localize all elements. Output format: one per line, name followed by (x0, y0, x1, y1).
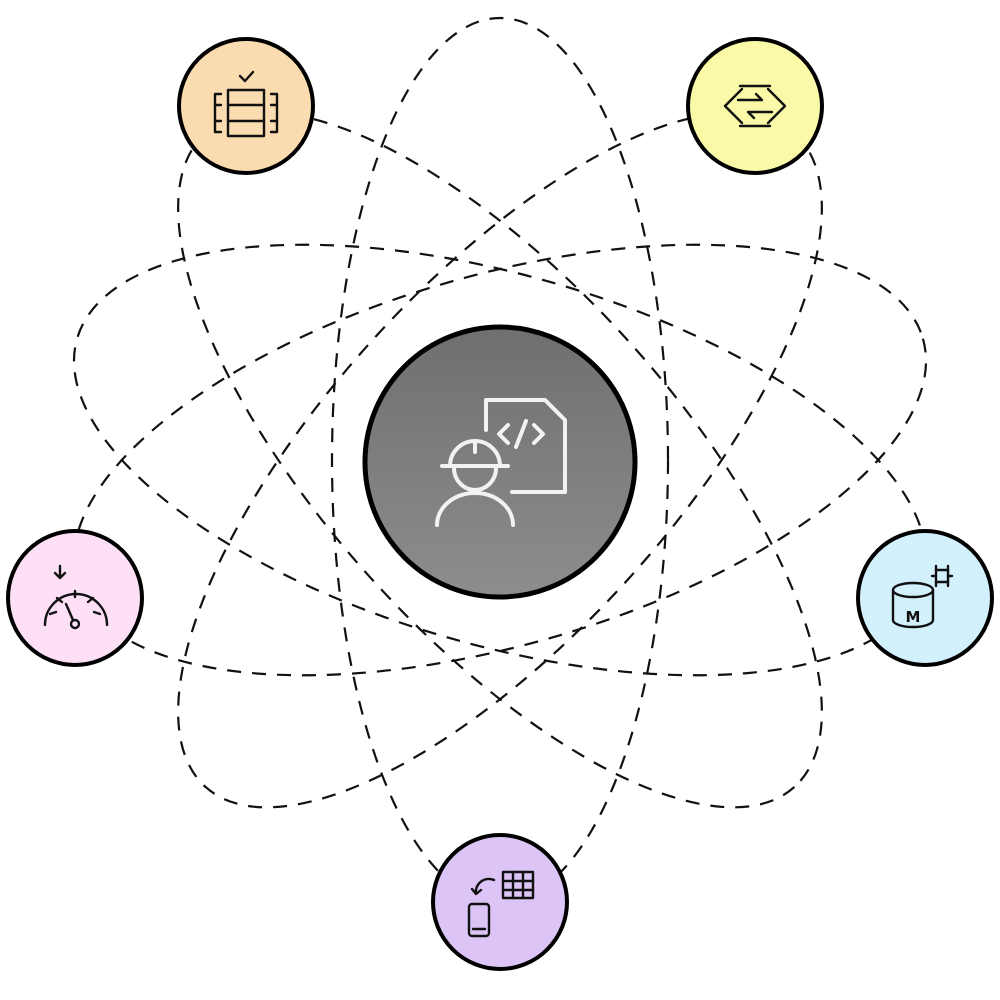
database-chip-icon: M (891, 564, 954, 629)
node-code-sync[interactable] (686, 37, 824, 175)
node-mobile-table[interactable] (431, 833, 569, 971)
node-dashboard[interactable] (6, 529, 144, 667)
node-server-rack[interactable] (177, 37, 315, 175)
mobile-table-sync-icon (467, 870, 535, 938)
database-label: M (906, 608, 921, 626)
code-sync-arrows-icon (723, 84, 787, 128)
center-node[interactable] (362, 324, 638, 600)
developer-code-icon (435, 398, 567, 527)
server-rack-check-icon (213, 70, 279, 138)
node-mobile-table-circle (431, 833, 569, 971)
node-code-sync-circle (686, 37, 824, 175)
orbit-horizontal-b (72, 243, 928, 677)
node-memory-db[interactable]: M (856, 529, 994, 667)
speedometer-gauge-icon (43, 564, 109, 630)
node-memory-db-circle (856, 529, 994, 667)
